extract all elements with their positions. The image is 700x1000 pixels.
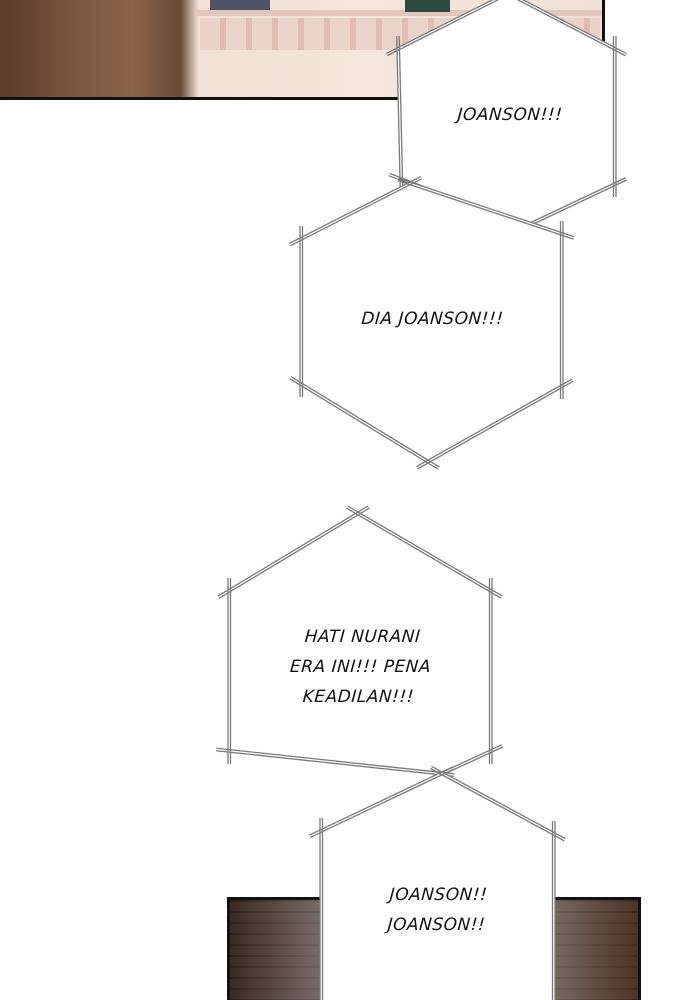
- bubble-outline-stroke: [385, 0, 494, 54]
- crowd-figure: [405, 0, 450, 12]
- bubble-outline-stroke: [415, 378, 573, 468]
- bubble-line: DIA JOANSON!!!: [360, 309, 505, 329]
- bubble-line: JOANSON!!: [388, 885, 489, 905]
- bubble-outline-stroke: [346, 507, 502, 599]
- bubble-outline-stroke: [417, 380, 574, 470]
- bubble-line: JOANSON!!: [386, 915, 487, 935]
- speech-bubble-4: [308, 765, 566, 1000]
- bubble-outline-stroke: [398, 35, 404, 192]
- speech-bubble-1-text: JOANSON!!!: [414, 100, 606, 130]
- speech-bubble-3: [215, 505, 504, 781]
- bubble-outline-stroke: [308, 766, 454, 836]
- bubble-outline-stroke: [289, 378, 439, 470]
- bubble-outline-stroke: [429, 767, 565, 842]
- bubble-outline-stroke: [522, 0, 627, 55]
- bubble-line: JOANSON!!!: [456, 105, 564, 125]
- bubble-outline-stroke: [289, 175, 421, 245]
- bubble-outline-stroke: [347, 505, 503, 597]
- bubble-outline-stroke: [396, 35, 401, 193]
- bubble-outline-stroke: [218, 507, 370, 599]
- bubble-line: KEADILAN!!!: [301, 687, 415, 707]
- speech-bubble-3-text: HATI NURANI ERA INI!!! PENA KEADILAN!!!: [235, 622, 486, 712]
- bubble-outline-stroke: [398, 177, 575, 238]
- bubble-fill: [320, 772, 555, 1000]
- speech-bubble-4-text: JOANSON!! JOANSON!!: [328, 880, 547, 940]
- bubble-outline-stroke: [217, 505, 369, 597]
- bubble-outline-stroke: [290, 178, 423, 247]
- bubble-fill: [300, 182, 563, 463]
- bubble-outline-stroke: [431, 765, 566, 840]
- balcony-rail: [195, 10, 602, 16]
- bubble-outline-stroke: [387, 0, 500, 57]
- speech-bubble-2: [289, 175, 575, 470]
- bubble-outline-stroke: [290, 376, 440, 468]
- bubble-fill: [397, 0, 616, 228]
- bubble-outline-stroke: [516, 0, 626, 57]
- speech-bubble-2-text: DIA JOANSON!!!: [309, 304, 556, 334]
- bubble-outline-stroke: [309, 768, 455, 838]
- bubble-outline-stroke: [216, 747, 455, 775]
- bubble-fill: [228, 512, 492, 775]
- crowd-figure: [210, 0, 270, 10]
- bubble-outline-stroke: [397, 179, 574, 240]
- bubble-outline-stroke: [215, 750, 455, 777]
- bubble-line: ERA INI!!! PENA: [289, 657, 432, 677]
- bubble-line: HATI NURANI: [303, 627, 422, 647]
